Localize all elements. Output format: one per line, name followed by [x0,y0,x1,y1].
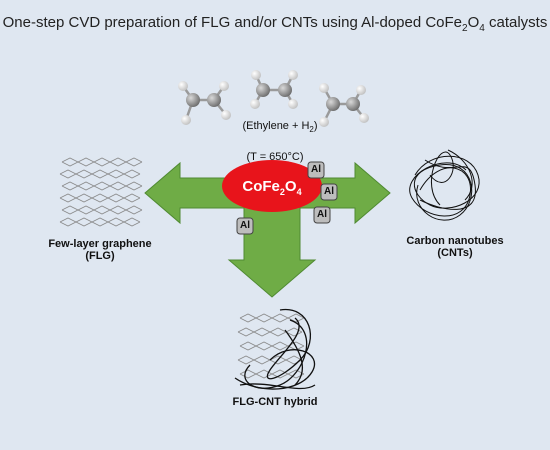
flg-label: Few-layer graphene (FLG) [30,238,170,262]
hybrid-label: FLG-CNT hybrid [200,396,350,408]
carbon-nanotubes-illustration [409,149,480,221]
title-subscript: 2 [462,23,468,34]
catalyst-text: O [284,178,297,195]
al-dopant-3 [313,206,331,224]
cnt-label-line2: (CNTs) [437,247,473,259]
title-text: catalysts [484,14,548,31]
reactant-text: ) [313,120,318,132]
flg-label-line1: Few-layer graphene [48,238,152,250]
few-layer-graphene-illustration [59,157,143,227]
flg-cnt-hybrid-illustration [234,308,316,390]
al-label-4: Al [240,220,250,231]
al-label-1: Al [311,164,321,175]
catalyst-subscript: 2 [279,187,285,197]
page-title: One-step CVD preparation of FLG and/or C… [0,14,550,34]
title-text: One-step CVD preparation of FLG and/or C… [2,14,463,31]
cnt-label-line1: Carbon nanotubes [406,235,504,247]
al-label-2: Al [324,186,334,197]
reactant-subscript: 2 [309,125,314,135]
catalyst-text: CoFe [242,178,280,195]
title-subscript: 4 [479,23,485,34]
ethylene-molecule-right [319,83,369,127]
reactant-text: (Ethylene + H [242,120,310,132]
catalyst-label: CoFe2O4 [222,178,322,197]
title-text: O [467,14,480,31]
al-label-3: Al [317,209,327,220]
cnt-label: Carbon nanotubes (CNTs) [385,235,525,259]
flg-label-line2: (FLG) [85,250,115,262]
temperature-label: (T = 650°C) [246,151,304,163]
ethylene-molecule-left [178,81,231,125]
catalyst-particle [222,160,322,212]
reactant-label: (Ethylene + H2) [225,120,335,134]
ethylene-molecule-center [250,70,298,109]
al-dopant-4 [236,217,254,235]
hybrid-label-line1: FLG-CNT hybrid [232,396,318,408]
al-dopant-1 [307,161,325,179]
catalyst-subscript: 4 [296,187,302,197]
al-dopant-2 [320,183,338,201]
